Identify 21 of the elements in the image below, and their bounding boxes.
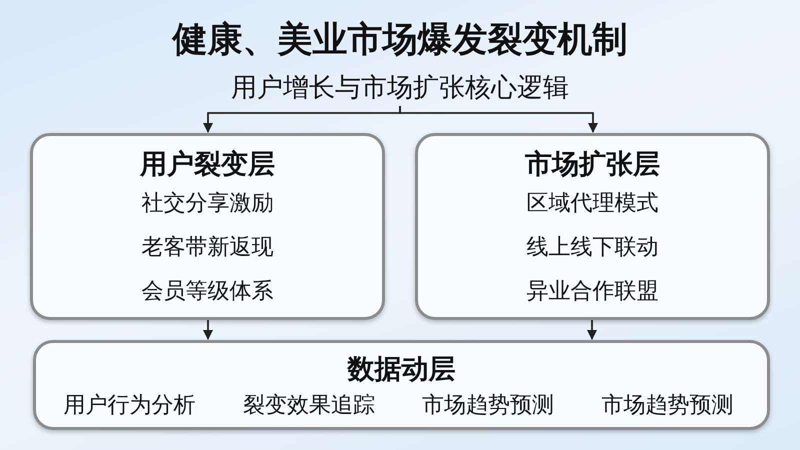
- arrow: [587, 320, 597, 340]
- layer-heading: 数据动层: [346, 353, 456, 387]
- item-text: 市场趋势预测: [421, 392, 556, 420]
- title: 健康、美业市场爆发裂变机制: [170, 19, 628, 62]
- item-text: 线上线下联动: [526, 234, 660, 262]
- layer-heading: 用户裂变层: [138, 148, 276, 182]
- layer-heading: 市场扩张层: [524, 148, 661, 182]
- item-text: 裂变效果追踪: [242, 392, 376, 420]
- item-text: 会员等级体系: [140, 278, 274, 306]
- item-text: 老客带新返现: [140, 234, 274, 262]
- arrow: [203, 320, 213, 340]
- subtitle: 用户增长与市场扩张核心逻辑: [200, 70, 600, 106]
- item-text: 用户行为分析: [62, 392, 197, 420]
- item-text: 社交分享激励: [140, 190, 274, 218]
- layer-box: [415, 133, 770, 320]
- layer-box: [33, 340, 770, 430]
- arrow: [399, 106, 598, 133]
- item-text: 市场趋势预测: [600, 392, 734, 420]
- item-text: 异业合作联盟: [526, 278, 660, 306]
- item-text: 区域代理模式: [526, 190, 660, 218]
- layer-box: [30, 133, 385, 320]
